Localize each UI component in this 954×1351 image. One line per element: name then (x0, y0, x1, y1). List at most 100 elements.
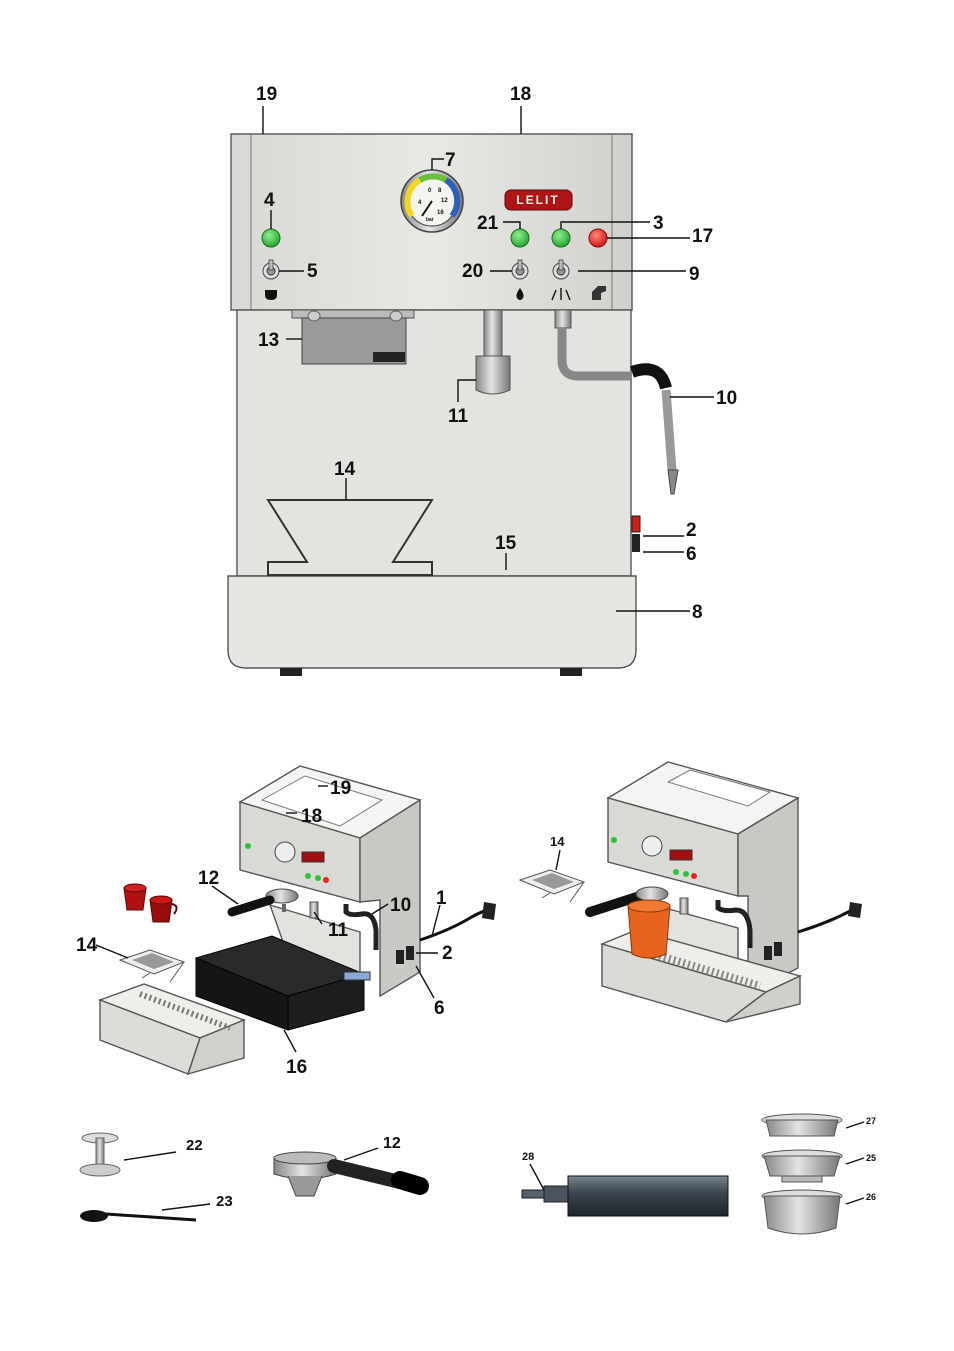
front-leader-lines (262, 106, 714, 612)
brand-logo: LELIT (504, 189, 573, 211)
iso2-gauge (641, 835, 663, 857)
measuring-scoop (80, 1210, 197, 1222)
cup-symbol-icon (265, 290, 277, 300)
hot-water-spout (475, 309, 511, 395)
indicator-light-21 (510, 228, 530, 248)
indicator-light-17 (588, 228, 608, 248)
label-3: 3 (653, 213, 664, 234)
label-14: 14 (334, 459, 356, 480)
iso-drip-tray (97, 983, 246, 1076)
iso2-cup-rest (518, 869, 586, 903)
iso2-plug (848, 902, 862, 918)
iso2-switch (764, 946, 772, 960)
indicator-light-4 (261, 228, 281, 248)
tamper (79, 1132, 121, 1177)
foot-left (280, 668, 302, 676)
acc-label-12: 12 (383, 1135, 401, 1152)
label-13: 13 (258, 330, 279, 351)
acc-label-22: 22 (186, 1137, 203, 1154)
leader-27 (845, 1121, 865, 1129)
label-5: 5 (307, 261, 318, 282)
foot-right (560, 668, 582, 676)
iso-power-cord (419, 908, 489, 942)
iso2-light-d (691, 873, 697, 879)
leader-22 (123, 1151, 177, 1161)
iso-label-16: 16 (286, 1057, 307, 1078)
iso2-portafilter-basket (635, 886, 669, 902)
iso-light-a (245, 843, 251, 849)
water-drop-icon (516, 288, 524, 300)
iso2-power-cord (797, 908, 853, 934)
gauge-mark-0: 0 (428, 188, 432, 194)
iso-water-tank (194, 935, 366, 1031)
label-10: 10 (716, 388, 737, 409)
iso-switch-2 (396, 950, 404, 964)
label-19: 19 (256, 84, 277, 105)
gauge-unit: bar (426, 217, 434, 223)
hand-warning-icon (592, 286, 606, 300)
gauge-mark-12: 12 (441, 198, 448, 204)
power-socket (632, 534, 640, 552)
iso-label-2: 2 (442, 943, 453, 964)
filter-basket-27 (761, 1113, 843, 1137)
iso-right-side (359, 798, 421, 998)
iso-steam-wand (343, 904, 379, 950)
steam-symbol-icon (551, 288, 571, 301)
label-2: 2 (686, 520, 697, 541)
iso2-top-insert (666, 769, 772, 807)
iso-cup-rest (118, 949, 186, 983)
filter-basket-25 (761, 1149, 843, 1183)
label-8: 8 (692, 602, 703, 623)
label-7: 7 (445, 150, 456, 171)
iso2-label-14: 14 (550, 834, 565, 849)
front-view: 0 4 8 12 16 bar LELIT (227, 84, 737, 676)
iso-water-inlet (343, 971, 371, 981)
switch-9 (552, 259, 570, 280)
label-9: 9 (689, 264, 700, 285)
label-21: 21 (477, 213, 499, 234)
gauge-mark-8: 8 (438, 188, 442, 194)
iso-label-11: 11 (328, 920, 349, 941)
label-17: 17 (692, 226, 713, 247)
cup-grid-rest (266, 499, 434, 576)
iso-label-6: 6 (434, 998, 445, 1019)
label-20: 20 (462, 261, 483, 282)
acc-label-28: 28 (522, 1151, 534, 1163)
label-15: 15 (495, 533, 517, 554)
iso-top-insert (260, 775, 384, 827)
iso2-mug-rim (627, 899, 671, 913)
accessories: 22 23 12 28 27 (79, 1113, 876, 1235)
iso2-light-b (673, 869, 679, 875)
portafilter (273, 1151, 429, 1197)
gauge-mark-16: 16 (437, 210, 444, 216)
machine-body (236, 309, 632, 577)
acc-label-27: 27 (866, 1116, 876, 1126)
indicator-light-3 (551, 228, 571, 248)
label-4: 4 (264, 190, 275, 211)
water-filter-cartridge (521, 1175, 729, 1217)
brew-group (291, 309, 415, 365)
gauge-mark-4: 4 (418, 200, 422, 206)
iso-label-1: 1 (436, 888, 447, 909)
leader-25 (845, 1157, 865, 1165)
iso-socket-6 (406, 946, 414, 960)
switch-5 (262, 259, 280, 280)
label-6: 6 (686, 544, 697, 565)
iso-label-12: 12 (198, 868, 219, 889)
brand-logo-text: LELIT (516, 193, 559, 207)
iso2-hot-water-spout (679, 897, 689, 915)
iso2-leader-14 (555, 849, 561, 871)
leader-23 (161, 1203, 211, 1211)
steam-wand (554, 309, 679, 495)
iso-label-19: 19 (330, 778, 351, 799)
iso-gauge (274, 841, 296, 863)
iso-hot-water-spout (309, 901, 319, 919)
iso-plug (482, 902, 496, 920)
iso2-portafilter-handle (585, 891, 645, 917)
iso-label-10: 10 (390, 895, 411, 916)
iso-label-18: 18 (301, 806, 322, 827)
filter-basket-26 (761, 1189, 843, 1235)
iso2-steam-wand (715, 900, 753, 948)
label-11: 11 (448, 406, 469, 427)
